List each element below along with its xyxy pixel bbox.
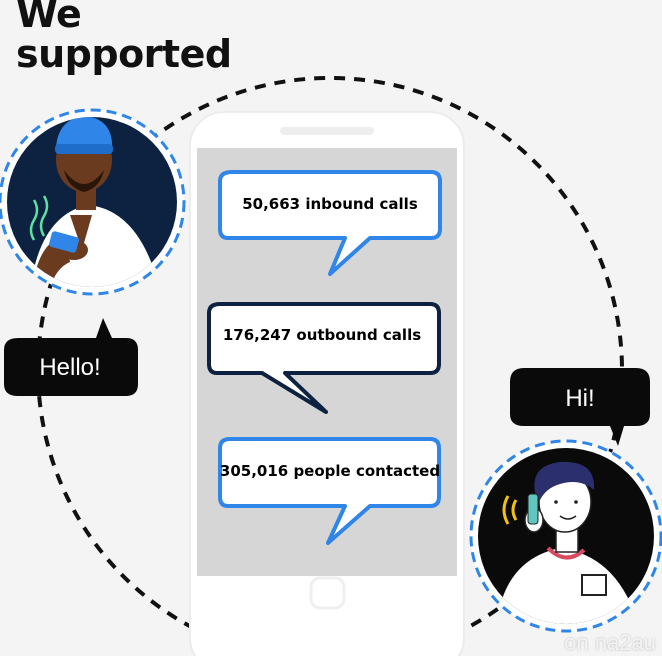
stat-bubble-contacted: 305,016 people contacted xyxy=(218,437,441,545)
avatar-left xyxy=(0,108,186,296)
bubble-shape xyxy=(218,170,442,276)
heading-line-2: supported xyxy=(16,32,232,76)
bubble-shape xyxy=(207,302,441,414)
bubble-shape xyxy=(218,437,441,545)
hi-text: Hi! xyxy=(565,385,594,412)
stat-bubble-outbound: 176,247 outbound calls xyxy=(207,302,441,414)
people-contacted-label: 305,016 people contacted xyxy=(220,462,440,480)
heading-line-1: We xyxy=(16,0,82,36)
speech-bubble-hi: Hi! xyxy=(510,368,650,446)
outbound-calls-label: 176,247 outbound calls xyxy=(223,326,421,344)
speech-bubble-hello: Hello! xyxy=(4,318,138,396)
stat-bubble-inbound: 50,663 inbound calls xyxy=(218,170,442,276)
hello-text: Hello! xyxy=(39,354,100,381)
inbound-calls-label: 50,663 inbound calls xyxy=(242,195,418,213)
home-button xyxy=(309,576,346,610)
phone-speaker xyxy=(280,127,374,135)
page-heading: We supported xyxy=(16,0,232,74)
watermark: on na2au xyxy=(564,630,656,655)
avatar-right xyxy=(469,439,662,633)
